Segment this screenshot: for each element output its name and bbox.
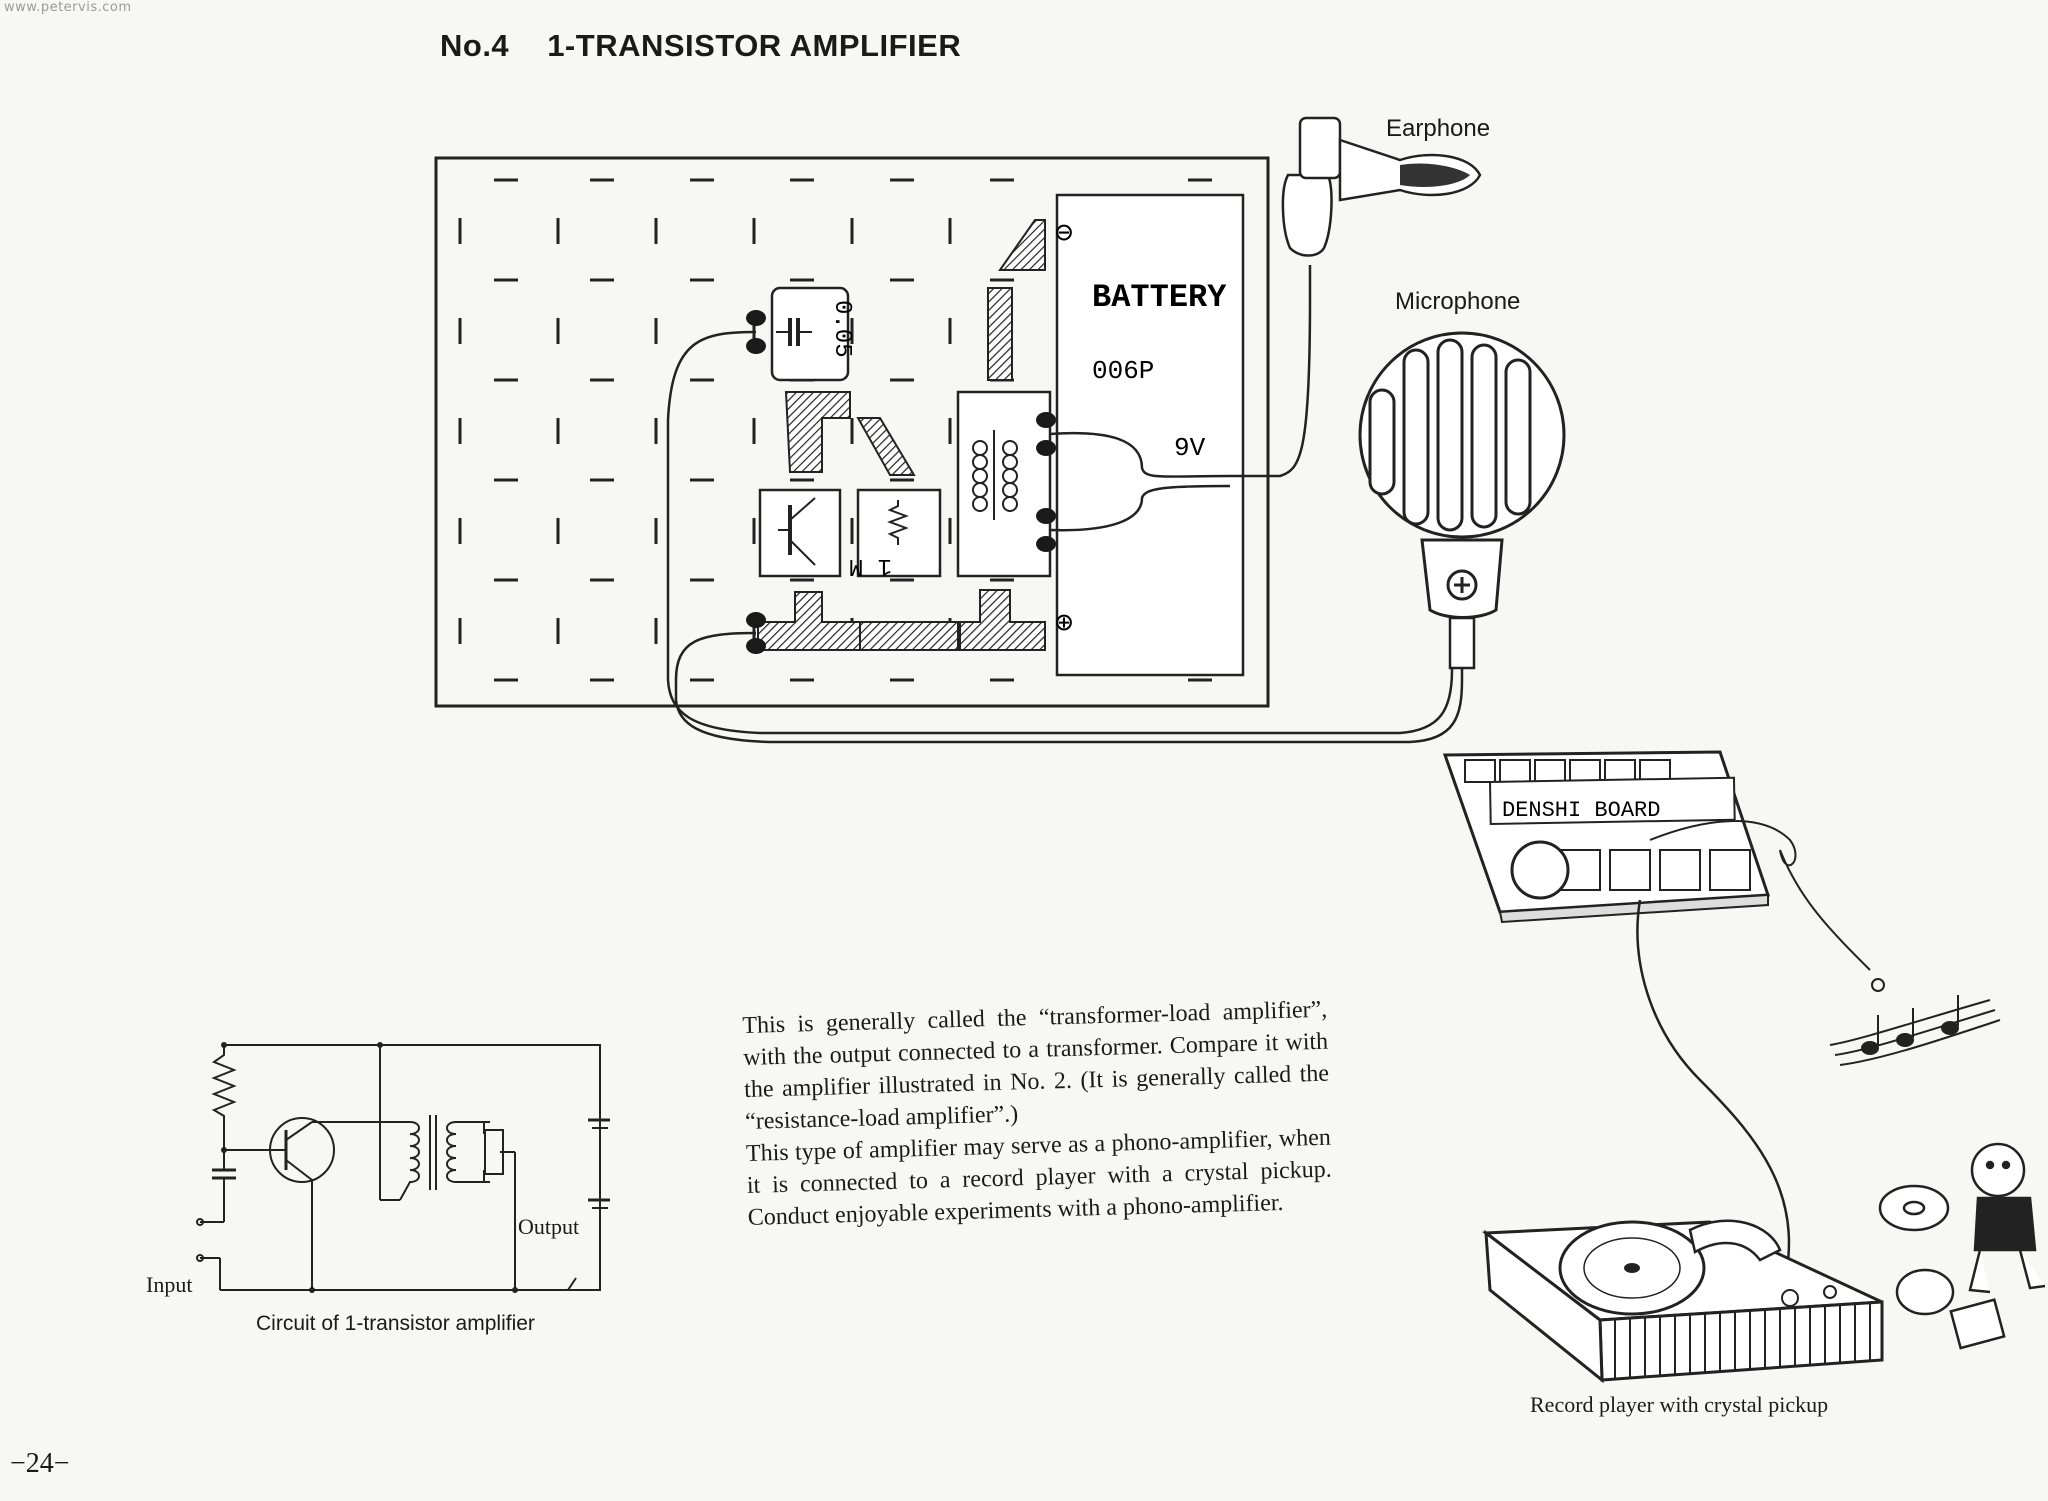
description-paragraph-2: This type of amplifier may serve as a ph… (745, 1124, 1333, 1231)
breadboard: BATTERY 006P 9V ⊖ ⊕ 0.05 (434, 156, 1270, 708)
battery-type: 006P (1092, 356, 1154, 386)
denshi-board-illustration: DENSHI BOARD (1442, 750, 1871, 971)
connection-wires (666, 265, 1464, 744)
circuit-caption: Circuit of 1-transistor amplifier (256, 1312, 535, 1335)
description-paragraph-1: This is generally called the “transforme… (742, 996, 1330, 1135)
earphone-illustration (1281, 116, 1482, 257)
battery-label: BATTERY (1092, 279, 1227, 316)
denshi-board-label: DENSHI BOARD (1502, 798, 1660, 823)
page-title: No.4 1-TRANSISTOR AMPLIFIER (440, 28, 961, 64)
battery: BATTERY 006P 9V ⊖ ⊕ (1055, 193, 1245, 677)
battery-plus-terminal: ⊕ (1055, 608, 1073, 642)
battery-voltage: 9V (1174, 433, 1206, 463)
cartoon-character (1878, 1142, 2046, 1350)
record-player-illustration (1481, 899, 1884, 1384)
battery-minus-terminal: ⊖ (1055, 218, 1073, 252)
experiment-number: No.4 (440, 28, 510, 63)
circuit-schematic (196, 1042, 610, 1293)
experiment-title: 1-TRANSISTOR AMPLIFIER (547, 28, 962, 63)
microphone-illustration (1358, 331, 1566, 670)
resistor-value: 1 M (849, 552, 892, 579)
record-player-caption: Record player with crystal pickup (1530, 1392, 1829, 1417)
board-slot-grid (458, 178, 1214, 682)
wire-clips (746, 310, 1056, 654)
resistor-1m: 1 M (849, 488, 942, 579)
transistor (758, 488, 842, 578)
earphone-label: Earphone (1386, 115, 1491, 142)
description-text: This is generally called the “transforme… (742, 994, 1333, 1234)
input-label: Input (146, 1272, 193, 1297)
microphone-label: Microphone (1395, 288, 1521, 315)
output-label: Output (518, 1214, 580, 1239)
wire-pieces (757, 219, 1046, 651)
capacitor-value: 0.05 (828, 300, 855, 358)
page-number: −24− (10, 1448, 70, 1479)
music-notes-decoration (1829, 978, 2001, 1066)
capacitor-0-05: 0.05 (770, 286, 855, 382)
watermark: www.petervis.com (4, 0, 132, 15)
transformer (956, 390, 1052, 578)
